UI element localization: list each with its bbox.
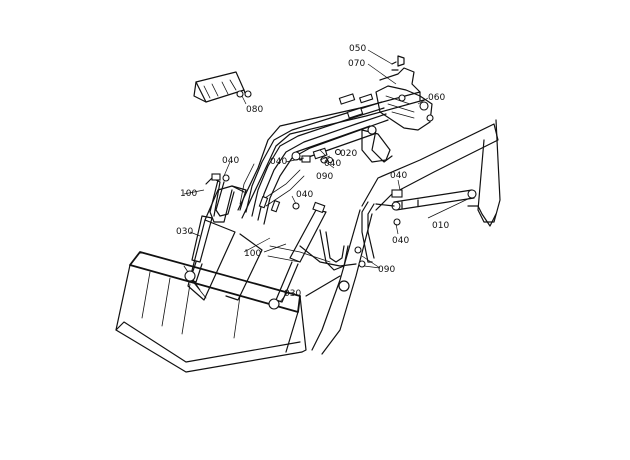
label-060: 060: [428, 93, 445, 103]
label-040-center-b: 040: [324, 159, 341, 169]
part-labels: 050 070 060 080 040 040 040 020 090 040 …: [176, 44, 449, 299]
label-040-left-top: 040: [222, 156, 239, 166]
mounting-bracket: [371, 55, 434, 163]
label-020: 020: [340, 149, 357, 159]
bucket-cylinder-center-030: [268, 201, 327, 310]
left-pipe-loops: [209, 179, 247, 223]
label-070: 070: [348, 59, 365, 69]
tee-fittings: [222, 90, 403, 268]
bucket-cylinder-left-030: [184, 173, 221, 283]
label-050: 050: [349, 44, 366, 54]
label-030-left: 030: [176, 227, 193, 237]
label-100-left: 100: [180, 189, 197, 199]
label-080: 080: [246, 105, 263, 115]
label-030-center: 030: [284, 289, 301, 299]
valve-block: [193, 71, 247, 103]
label-100-center: 100: [244, 249, 261, 259]
label-010: 010: [432, 221, 449, 231]
label-040-center-a: 040: [270, 157, 287, 167]
label-040-right-bottom: 040: [392, 236, 409, 246]
label-040-center-c: 040: [296, 190, 313, 200]
center-pipe-loops: [267, 229, 357, 271]
label-040-right-top: 040: [390, 171, 407, 181]
leader-lines: [183, 49, 471, 303]
label-090-top: 090: [316, 172, 333, 182]
loader-bucket: [115, 251, 307, 373]
label-090-right: 090: [378, 265, 395, 275]
boom-cylinder-010: [361, 189, 477, 263]
